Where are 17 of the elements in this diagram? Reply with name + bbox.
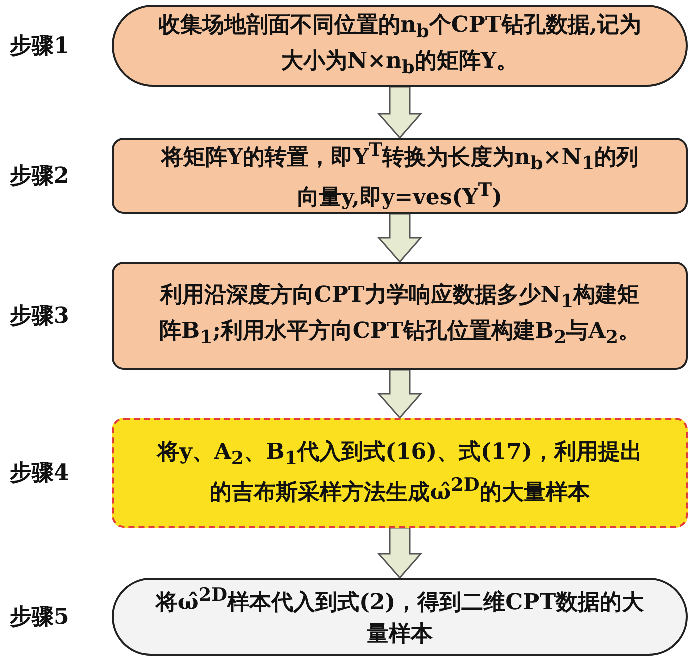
block-arrow <box>377 527 423 580</box>
step-label: 步骤3 <box>10 302 70 331</box>
block-arrow <box>377 369 423 420</box>
step-description: 收集场地剖面不同位置的n$_{b}$个CPT钻孔数据,记为大小为N×n$_{b}$的矩阵Y。 <box>158 11 642 80</box>
block-arrow <box>377 213 423 264</box>
step-description: 将ω̂$^{2D}$样本代入到式(2)，得到二维CPT数据的大量样本 <box>154 584 646 650</box>
step-label: 步骤4 <box>10 459 70 488</box>
step-label: 步骤5 <box>10 603 70 632</box>
step-description: 利用沿深度方向CPT力学响应数据多少N$_{1}$构建矩阵B$_{1}$;利用水平方向CPT钻孔位置构建B$_{2}$与A$_{2}$。 <box>158 281 642 350</box>
step-description: 将矩阵Y的转置，即Y$^{T}$转换为长度为n$_{b}$×N$_{1}$的列向量y,即y=ves(Y$^{T}$) <box>160 138 640 212</box>
step-label: 步骤1 <box>10 32 70 61</box>
step-description: 将y、A$_{2}$、B$_{1}$代入到式(16)、式(17)，利用提出的吉布斯采样方法生成ω̂$^{2D}$的大量样本 <box>156 438 644 508</box>
block-arrow <box>377 86 423 140</box>
process-box <box>112 138 688 214</box>
process-box <box>112 418 688 528</box>
step-label: 步骤2 <box>10 162 70 191</box>
process-box <box>112 262 688 370</box>
